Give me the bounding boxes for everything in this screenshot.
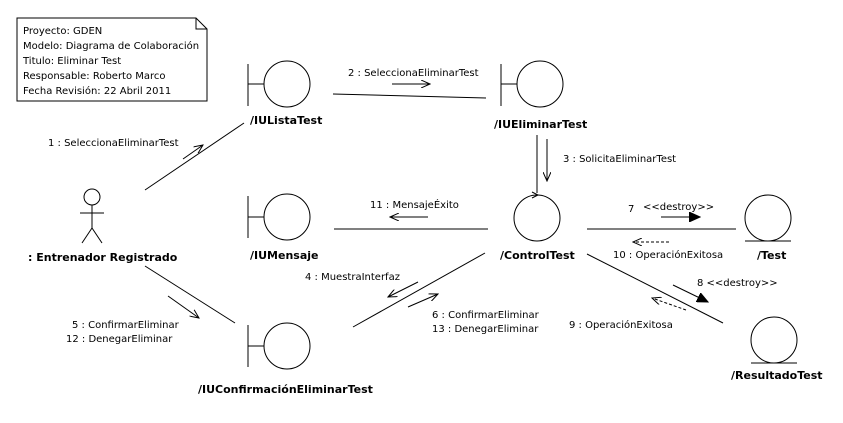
boundary-iumensaje[interactable]: /IUMensaje (247, 193, 318, 262)
msg-label-5: 5 : ConfirmarEliminar (72, 320, 180, 331)
note-model: Modelo: Diagrama de Colaboración (23, 40, 199, 52)
link-iulistatest-iueliminartest (332, 93, 487, 99)
link-actor-iulistatest (144, 122, 245, 191)
boundary-iulistatest[interactable]: /IUListaTest (247, 60, 322, 127)
msg-label-3: 3 : SolicitaEliminarTest (563, 154, 676, 165)
entity-resultadotest[interactable]: /ResultadoTest (731, 316, 823, 382)
arrow-msg-5-12 (167, 295, 199, 318)
msg-label-8: 8 <<destroy>> (697, 278, 778, 289)
actor-entrenador-registrado[interactable]: : Entrenador Registrado (28, 188, 178, 264)
object-label: /ControlTest (500, 249, 575, 262)
message-labels: 1 : SeleccionaEliminarTest 2 : Seleccion… (48, 68, 778, 345)
boundary-iueliminartest[interactable]: /IUEliminarTest (494, 60, 587, 131)
actor-label: : Entrenador Registrado (28, 251, 178, 264)
msg-label-7-stereotype: <<destroy>> (643, 202, 714, 213)
control-controltest[interactable]: /ControlTest (500, 191, 575, 262)
msg-label-10: 10 : OperaciónExitosa (613, 249, 723, 261)
arrow-msg-8 (672, 284, 708, 302)
msg-label-7: 7 (628, 204, 634, 215)
control-icon (513, 191, 561, 242)
object-label: /IUMensaje (250, 249, 318, 262)
entity-icon (744, 194, 792, 242)
msg-label-2: 2 : SeleccionaEliminarTest (348, 68, 479, 79)
note-title: Titulo: Eliminar Test (22, 56, 121, 67)
arrow-msg-4 (388, 281, 419, 297)
note-responsible: Responsable: Roberto Marco (23, 71, 166, 82)
arrow-msg-1 (182, 145, 203, 160)
object-label: /IUEliminarTest (494, 118, 587, 131)
object-label: /Test (757, 249, 786, 262)
object-label: /IUListaTest (250, 114, 322, 127)
link-actor-iuconfirmacion (144, 265, 236, 324)
arrow-msg-6-13 (407, 294, 438, 308)
boundary-icon (247, 322, 311, 370)
object-label: /IUConfirmaciónEliminarTest (198, 383, 373, 396)
note-revision-date: Fecha Revisión: 22 Abril 2011 (23, 85, 171, 97)
boundary-icon (247, 193, 311, 241)
link-iuconfirmacion-controltest (352, 252, 486, 328)
links (144, 93, 736, 328)
link-controltest-resultadotest (586, 253, 724, 324)
entity-test[interactable]: /Test (744, 194, 792, 262)
msg-label-1: 1 : SeleccionaEliminarTest (48, 138, 179, 149)
boundary-iuconfirmacioneliminartest[interactable]: /IUConfirmaciónEliminarTest (198, 322, 373, 396)
message-arrows (167, 84, 708, 318)
msg-label-11: 11 : MensajeÉxito (370, 198, 459, 211)
object-label: /ResultadoTest (731, 369, 823, 382)
entity-icon (750, 316, 798, 364)
msg-label-9: 9 : OperaciónExitosa (569, 319, 673, 331)
msg-label-12: 12 : DenegarEliminar (66, 334, 173, 345)
diagram-info-note: Proyecto: GDEN Modelo: Diagrama de Colab… (16, 17, 208, 102)
msg-label-4: 4 : MuestraInterfaz (305, 272, 400, 283)
msg-label-13: 13 : DenegarEliminar (432, 324, 539, 335)
boundary-icon (500, 60, 564, 108)
stick-figure-icon (80, 188, 104, 244)
boundary-icon (247, 60, 311, 108)
arrow-msg-9 (652, 298, 687, 311)
msg-label-6: 6 : ConfirmarEliminar (432, 310, 540, 321)
note-project: Proyecto: GDEN (23, 26, 102, 37)
